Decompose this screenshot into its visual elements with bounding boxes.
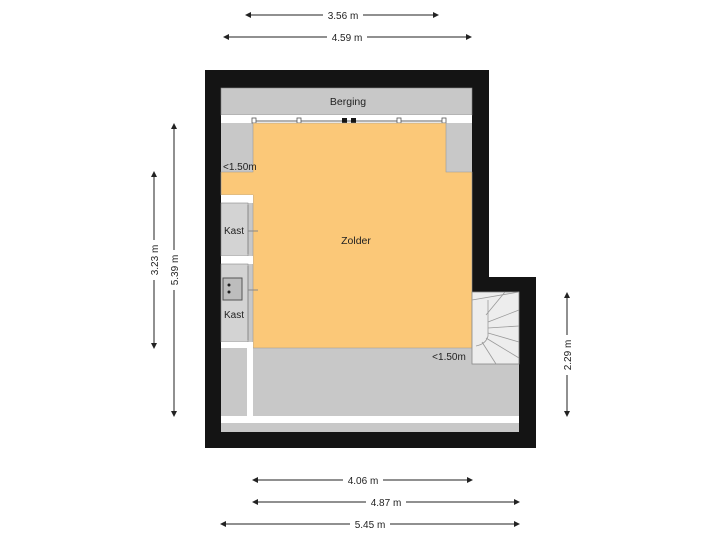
dim-top-inner: 3.56 m [328, 11, 359, 22]
lower-left-divider [247, 348, 253, 416]
low-ceiling-label-left: <1.50m [223, 162, 257, 173]
wall-divider-1 [221, 195, 253, 203]
dim-top-outer: 4.59 m [332, 33, 363, 44]
low-ceiling-label-right: <1.50m [432, 352, 466, 363]
dim-right: 2.29 m [563, 340, 574, 371]
room-label-kast-bottom: Kast [224, 310, 244, 321]
boiler-dot-1 [227, 283, 231, 287]
room-label-kast-top: Kast [224, 226, 244, 237]
kast-bottom [220, 263, 249, 343]
room-label-berging: Berging [330, 96, 366, 108]
post-2 [296, 117, 302, 124]
boiler-dot-2 [227, 290, 231, 294]
boiler-unit [222, 277, 243, 301]
dim-bottom-2: 4.87 m [371, 498, 402, 509]
berging-room [220, 87, 473, 116]
dim-left-outer: 5.39 m [170, 255, 181, 286]
dim-bottom-1: 4.06 m [348, 476, 379, 487]
wall-divider-2 [221, 256, 253, 264]
dim-bottom-3: 5.45 m [355, 520, 386, 531]
stair-treads [471, 291, 520, 365]
wall-divider-3 [221, 342, 253, 348]
post-3 [342, 118, 347, 123]
room-label-zolder: Zolder [341, 235, 371, 247]
kast-top [220, 202, 249, 257]
post-4 [351, 118, 356, 123]
staircase [471, 291, 520, 365]
post-1 [251, 117, 257, 124]
post-5 [396, 117, 402, 124]
bottom-knee-wall [221, 416, 519, 423]
dim-left-inner: 3.23 m [150, 245, 161, 276]
post-6 [441, 117, 447, 124]
